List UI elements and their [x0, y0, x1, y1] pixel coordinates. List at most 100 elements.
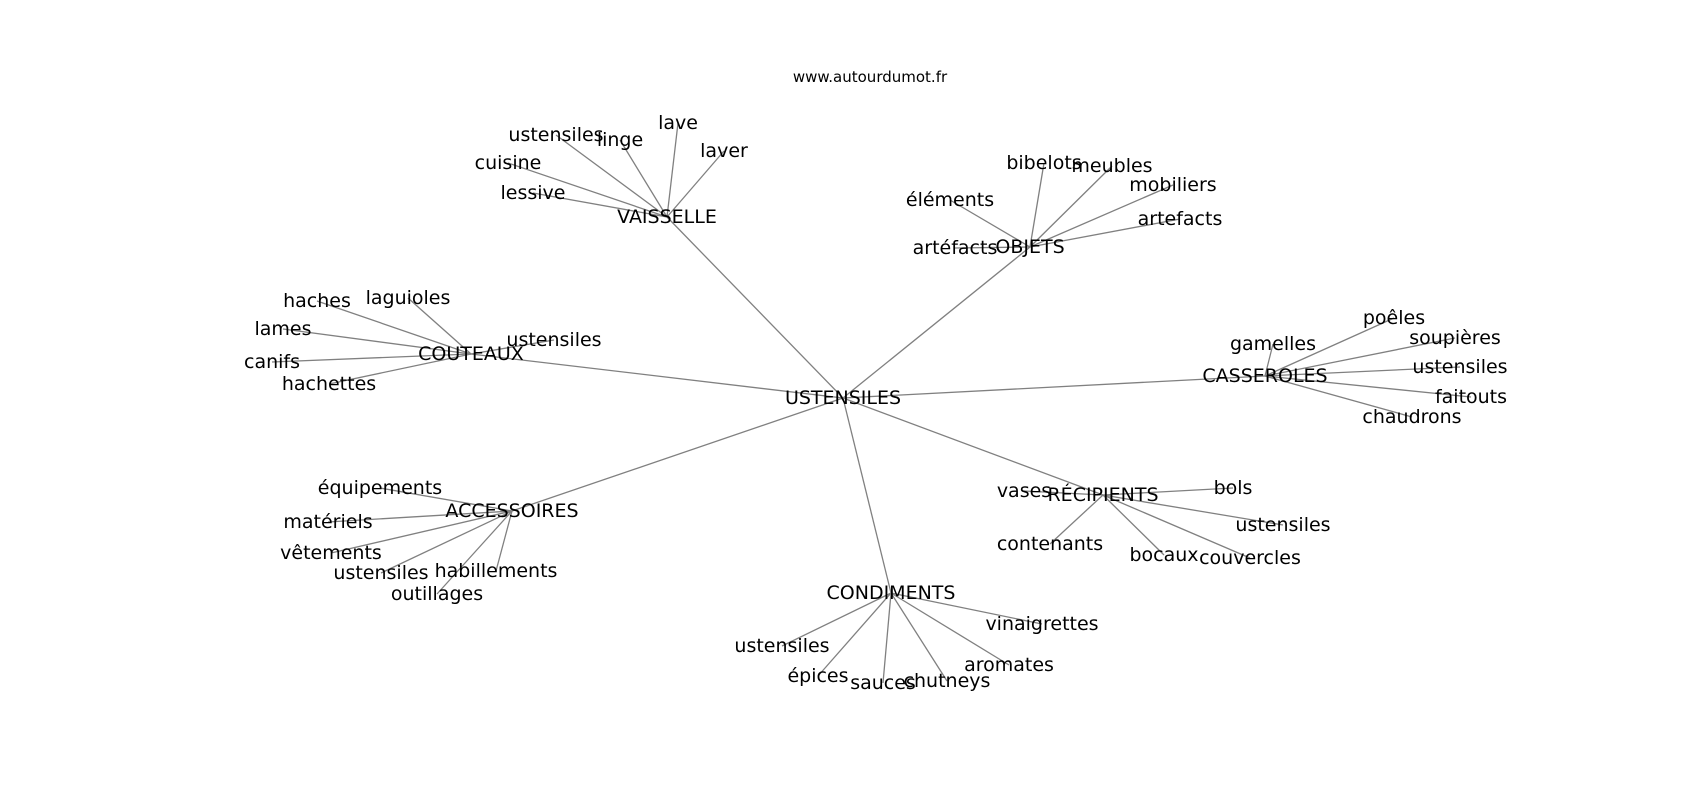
edge-recipients-4: [1102, 494, 1165, 556]
group-node-couteaux: COUTEAUX: [418, 343, 524, 365]
group-node-vaisselle: VAISSELLE: [617, 206, 717, 228]
leaf-node-condiments-4: sauces: [850, 672, 916, 694]
edge-objets-5: [954, 246, 1031, 249]
group-node-objets: OBJETS: [995, 236, 1064, 258]
edge-couteaux-1: [407, 297, 472, 355]
edge-couteaux-4: [328, 353, 472, 385]
edge-casseroles-4: [1264, 375, 1472, 398]
edge-casseroles-1: [1264, 343, 1274, 377]
leaf-node-couteaux-5: ustensiles: [506, 329, 601, 351]
graph-edges: [271, 122, 1472, 684]
edge-root-accessoires: [511, 397, 844, 512]
edge-condiments-2: [890, 592, 1010, 666]
edge-vaisselle-0: [555, 134, 668, 218]
leaf-node-vaisselle-4: cuisine: [475, 152, 542, 174]
edge-root-vaisselle: [666, 216, 844, 399]
group-node-casseroles: CASSEROLES: [1202, 365, 1327, 387]
edge-accessoires-0: [379, 487, 513, 512]
edge-vaisselle-1: [619, 139, 668, 218]
edge-objets-3: [949, 199, 1031, 248]
leaf-node-condiments-1: ustensiles: [734, 635, 829, 657]
edge-recipients-0: [1023, 490, 1104, 496]
edge-accessoires-5: [436, 510, 513, 595]
edge-recipients-1: [1102, 487, 1234, 496]
edge-root-recipients: [842, 397, 1104, 496]
leaf-node-vaisselle-3: laver: [700, 140, 748, 162]
leaf-node-recipients-2: ustensiles: [1235, 514, 1330, 536]
leaf-node-couteaux-2: lames: [254, 318, 311, 340]
leaf-node-objets-2: mobiliers: [1129, 174, 1216, 196]
edge-vaisselle-5: [532, 192, 668, 218]
edge-root-condiments: [842, 397, 892, 594]
leaf-node-accessoires-4: habillements: [435, 560, 558, 582]
edge-root-objets: [842, 246, 1031, 399]
edge-condiments-5: [890, 592, 948, 682]
edge-accessoires-3: [380, 510, 513, 574]
group-node-accessoires: ACCESSOIRES: [445, 500, 578, 522]
leaf-node-condiments-3: épices: [787, 665, 848, 687]
edge-couteaux-0: [316, 300, 472, 355]
leaf-node-accessoires-1: matériels: [283, 511, 372, 533]
leaf-node-objets-5: artéfacts: [913, 237, 998, 259]
edge-recipients-3: [1049, 494, 1104, 545]
edge-condiments-3: [817, 592, 892, 677]
edge-casseroles-3: [1264, 366, 1461, 377]
leaf-node-objets-4: artefacts: [1138, 208, 1223, 230]
edge-recipients-5: [1102, 494, 1251, 559]
leaf-node-couteaux-0: haches: [283, 290, 351, 312]
leaf-node-recipients-4: bocaux: [1129, 544, 1198, 566]
edge-accessoires-4: [495, 510, 513, 572]
edge-accessoires-2: [330, 510, 513, 554]
edge-objets-0: [1029, 162, 1045, 248]
leaf-node-casseroles-0: poêles: [1363, 307, 1425, 329]
leaf-node-couteaux-1: laguioles: [366, 287, 451, 309]
edge-casseroles-0: [1264, 317, 1395, 377]
leaf-node-vaisselle-5: lessive: [501, 182, 566, 204]
leaf-node-accessoires-5: outillages: [391, 583, 483, 605]
edge-condiments-1: [781, 592, 892, 647]
leaf-node-vaisselle-0: ustensiles: [508, 124, 603, 146]
edge-couteaux-2: [282, 328, 472, 355]
edge-objets-2: [1029, 184, 1174, 248]
edge-root-couteaux: [470, 353, 844, 399]
site-url: www.autourdumot.fr: [793, 68, 948, 86]
edge-condiments-4: [882, 592, 892, 684]
graph-labels: USTENSILESVAISSELLEustensileslingelavela…: [244, 112, 1508, 694]
leaf-node-condiments-5: chutneys: [904, 670, 991, 692]
leaf-node-recipients-0: vases: [997, 480, 1051, 502]
leaf-node-condiments-0: vinaigrettes: [985, 613, 1098, 635]
leaf-node-couteaux-3: canifs: [244, 351, 300, 373]
edge-objets-1: [1029, 165, 1113, 248]
edge-casseroles-5: [1264, 375, 1413, 418]
edge-vaisselle-3: [666, 150, 725, 218]
leaf-node-vaisselle-1: linge: [597, 129, 643, 151]
leaf-node-accessoires-3: ustensiles: [333, 562, 428, 584]
edge-condiments-0: [890, 592, 1043, 625]
leaf-node-couteaux-4: hachettes: [282, 373, 376, 395]
leaf-node-casseroles-2: soupières: [1409, 327, 1501, 349]
leaf-node-recipients-3: contenants: [997, 533, 1103, 555]
group-node-recipients: RÉCIPIENTS: [1047, 483, 1158, 506]
edge-couteaux-5: [470, 339, 555, 355]
leaf-node-accessoires-2: vêtements: [280, 542, 382, 564]
leaf-node-recipients-5: couvercles: [1199, 547, 1301, 569]
leaf-node-vaisselle-2: lave: [658, 112, 698, 134]
edge-recipients-2: [1102, 494, 1284, 526]
leaf-node-casseroles-1: gamelles: [1230, 333, 1316, 355]
edge-objets-4: [1029, 218, 1181, 248]
root-node-label: USTENSILES: [785, 387, 901, 409]
leaf-node-casseroles-4: faitouts: [1435, 386, 1507, 408]
leaf-node-objets-3: éléments: [906, 189, 994, 211]
edge-accessoires-1: [327, 510, 513, 523]
edge-casseroles-2: [1264, 337, 1456, 377]
leaf-node-casseroles-5: chaudrons: [1362, 406, 1461, 428]
edge-couteaux-3: [271, 353, 472, 363]
group-node-condiments: CONDIMENTS: [827, 582, 956, 604]
edge-vaisselle-2: [666, 122, 679, 218]
leaf-node-accessoires-0: équipements: [318, 477, 442, 499]
leaf-node-condiments-2: aromates: [964, 654, 1054, 676]
leaf-node-objets-0: bibelots: [1006, 152, 1081, 174]
leaf-node-objets-1: meubles: [1071, 155, 1152, 177]
edge-vaisselle-4: [507, 162, 668, 218]
